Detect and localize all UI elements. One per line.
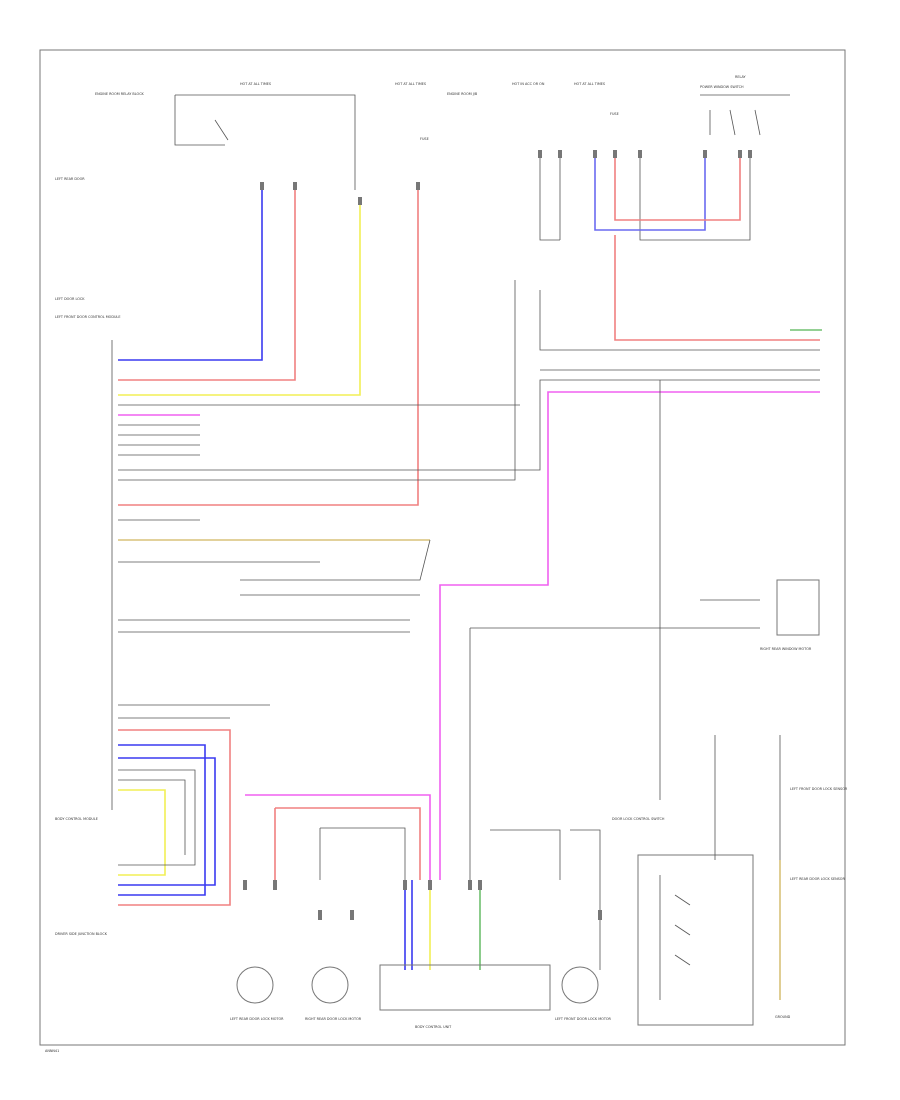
label-switch-unit: DOOR LOCK CONTROL SWITCH: [612, 817, 665, 821]
wire-blue-lower-2: [118, 757, 216, 886]
label-lock-sensor: LEFT FRONT DOOR LOCK SENSOR: [790, 787, 848, 791]
relay-mid-left: [118, 280, 820, 481]
wire-pink-bus: [245, 794, 431, 880]
right-vertical-wire: [714, 735, 781, 1000]
switch-contacts: [659, 875, 691, 1000]
relay-mid-right: [118, 369, 820, 471]
wire-red-lower: [118, 729, 231, 906]
wire-pink-main: [439, 391, 820, 880]
wire-blue-top: [118, 185, 263, 361]
label-junction-left: ENGINE ROOM RELAY BLOCK: [95, 92, 145, 96]
label-motor-3: LEFT FRONT DOOR LOCK MOTOR: [555, 1017, 612, 1021]
label-unit-mid: BODY CONTROL MODULE: [55, 817, 98, 821]
mid-harness: [118, 539, 431, 633]
motor-2-symbol: [311, 966, 349, 1004]
label-unit-bottom: DRIVER SIDE JUNCTION BLOCK: [55, 932, 108, 936]
label-motor-2: RIGHT REAR DOOR LOCK MOTOR: [305, 1017, 362, 1021]
label-junction-right: POWER WINDOW SWITCH: [700, 85, 744, 89]
right-rear-motor: [776, 579, 820, 636]
label-left-rear-door: LEFT REAR DOOR: [55, 177, 85, 181]
label-left-rear-sensor: LEFT REAR DOOR LOCK SENSOR: [790, 877, 845, 881]
control-unit-box: [379, 964, 551, 1011]
motor-1-symbol: [236, 966, 274, 1004]
wire-yellow-top: [118, 200, 361, 396]
wire-red-center: [118, 185, 419, 506]
door-lock-switch-box: [637, 854, 754, 1026]
label-unit-top: LEFT FRONT DOOR CONTROL MODULE: [55, 315, 120, 319]
gray-bus: [319, 827, 561, 880]
label-right-rear-motor: RIGHT REAR WINDOW MOTOR: [760, 647, 812, 651]
wire-blue-bus: [404, 880, 413, 970]
label-motor-1: LEFT REAR DOOR LOCK MOTOR: [230, 1017, 284, 1021]
wire-red-top: [118, 185, 296, 381]
lower-left-gray: [118, 769, 196, 866]
right-motor-feed: [469, 380, 760, 880]
motor-3-feed: [570, 829, 601, 970]
label-ground: GROUND: [775, 1015, 791, 1019]
wire-red-right: [614, 235, 820, 341]
label-fuse-2: FUSE: [610, 112, 619, 116]
wire-yellow-lower: [118, 789, 166, 876]
motor-3-symbol: [561, 966, 599, 1004]
switch-left: [174, 95, 229, 146]
wire-red-bus: [274, 807, 421, 880]
left-harness: [118, 424, 200, 521]
label-hot-acc: HOT IN ACC OR ON: [512, 82, 545, 86]
label-junction-mid: ENGINE ROOM J/B: [447, 92, 478, 96]
label-relay: RELAY: [735, 75, 747, 79]
footer-code: ANNN41: [45, 1049, 59, 1053]
lower-left-harness: [118, 704, 270, 719]
terminal-markers: [243, 150, 752, 920]
label-fuse-1: FUSE: [420, 137, 429, 141]
label-hot-2: HOT AT ALL TIMES: [395, 82, 426, 86]
relay-box: [700, 94, 790, 136]
top-right-feed: [539, 150, 751, 241]
top-feed-left: [175, 94, 356, 190]
top-right-red: [614, 150, 741, 221]
label-control-unit: BODY CONTROL UNIT: [415, 1025, 452, 1029]
label-left-door-lock: LEFT DOOR LOCK: [55, 297, 85, 301]
top-right-blue: [594, 150, 706, 231]
diagram-frame: [39, 49, 846, 1046]
label-hot-3: HOT AT ALL TIMES: [574, 82, 605, 86]
wire-blue-lower-1: [118, 744, 206, 896]
label-hot-1: HOT AT ALL TIMES: [240, 82, 271, 86]
